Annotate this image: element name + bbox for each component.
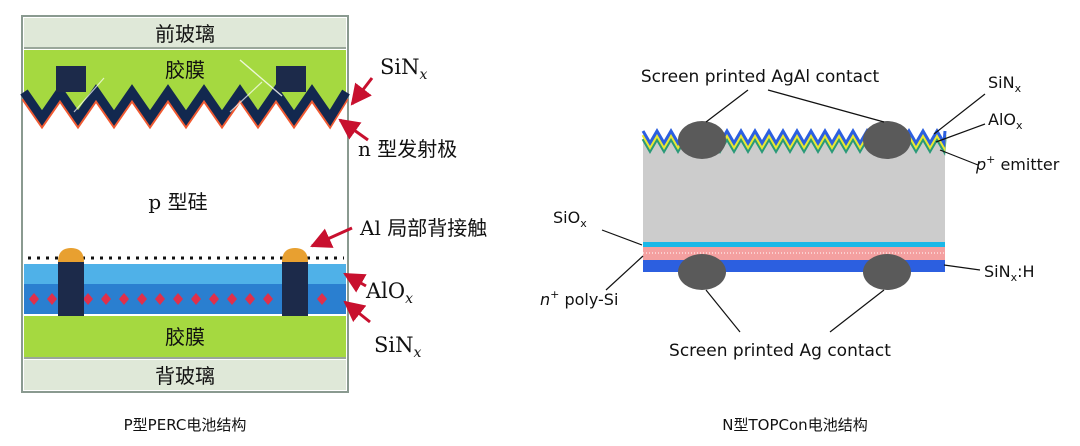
perc-diagram: 前玻璃 胶膜 p 型硅 胶膜 背玻璃 SiNx n 型发射极 Al 局部背接触 … (20, 15, 487, 434)
p-silicon-region (24, 98, 346, 258)
back-glass-layer (24, 360, 346, 390)
rear-diamond (137, 293, 147, 305)
rear-alox-layer (24, 264, 346, 284)
leader-alox (935, 123, 986, 143)
al-contact-right (282, 262, 308, 316)
rear-diamond (101, 293, 111, 305)
rear-diamond (155, 293, 165, 305)
sinx-label: SiNx (988, 73, 1022, 95)
leader-sinx (933, 93, 986, 135)
rear-ag-contact-right (863, 254, 911, 290)
front-contact-left (56, 66, 86, 92)
front-agal-contact-right (863, 121, 911, 159)
leader-sinxh (943, 264, 981, 271)
topcon-caption: N型TOPCon电池结构 (722, 416, 867, 434)
leader-p-emitter (939, 149, 979, 166)
bottom-encapsulant-layer (24, 316, 346, 358)
rear-diamond (119, 293, 129, 305)
rear-diamond (29, 293, 39, 305)
p-silicon-label: p 型硅 (148, 190, 207, 214)
al-contact-cap-right (282, 248, 308, 262)
leader-ag-left (705, 289, 741, 333)
rear-diamond (263, 293, 273, 305)
ag-contact-label: Screen printed Ag contact (669, 341, 891, 361)
front-glass-label: 前玻璃 (155, 22, 215, 46)
top-encapsulant-label: 胶膜 (165, 58, 205, 82)
siox-label: SiOx (553, 208, 587, 230)
rear-diamond (47, 293, 57, 305)
callout-alox: AlOx (365, 279, 413, 307)
sinxh-label: SiNx:H (984, 262, 1035, 284)
arrow-sinx-top (350, 77, 374, 106)
front-glass-layer (24, 18, 346, 48)
front-sinx-layer (20, 84, 350, 127)
rear-diamond (191, 293, 201, 305)
front-contact-right (276, 66, 306, 92)
callout-al-contact: Al 局部背接触 (359, 216, 487, 240)
n-silicon-bulk (643, 150, 945, 242)
leader-ag-right (829, 289, 885, 333)
leader-agal-right (767, 89, 885, 123)
siox-layer (643, 242, 945, 247)
front-agal-contact-left (678, 121, 726, 159)
arrow-al-contact (310, 226, 353, 248)
n-polysi-label: n+ poly-Si (540, 288, 618, 309)
back-glass-label: 背玻璃 (155, 364, 215, 388)
rear-diamond (227, 293, 237, 305)
p-emitter-label: p+ emitter (975, 153, 1060, 174)
rear-diamond (83, 293, 93, 305)
perc-caption: P型PERC电池结构 (124, 416, 247, 434)
arrow-n-emitter (338, 118, 369, 142)
arrow-sinx-bottom (343, 300, 371, 324)
rear-diamond-row (29, 293, 327, 305)
al-contact-left (58, 262, 84, 316)
leader-agal-left (705, 89, 749, 123)
callout-sinx-bottom: SiNx (374, 333, 421, 361)
callout-n-emitter: n 型发射极 (358, 137, 457, 161)
alox-label: AlOx (988, 110, 1023, 132)
leader-siox (601, 229, 643, 246)
rear-ag-contact-left (678, 254, 726, 290)
rear-diamond (209, 293, 219, 305)
topcon-diagram: Screen printed AgAl contact SiNx AlOx p+… (540, 67, 1060, 434)
rear-diamond (173, 293, 183, 305)
bottom-encapsulant-label: 胶膜 (165, 325, 205, 349)
arrow-alox (343, 272, 367, 293)
al-contact-cap-left (58, 248, 84, 262)
agal-contact-label: Screen printed AgAl contact (641, 67, 880, 87)
callout-sinx-top: SiNx (380, 55, 427, 83)
rear-diamond (317, 293, 327, 305)
leader-n-polysi (605, 255, 644, 291)
rear-diamond (245, 293, 255, 305)
